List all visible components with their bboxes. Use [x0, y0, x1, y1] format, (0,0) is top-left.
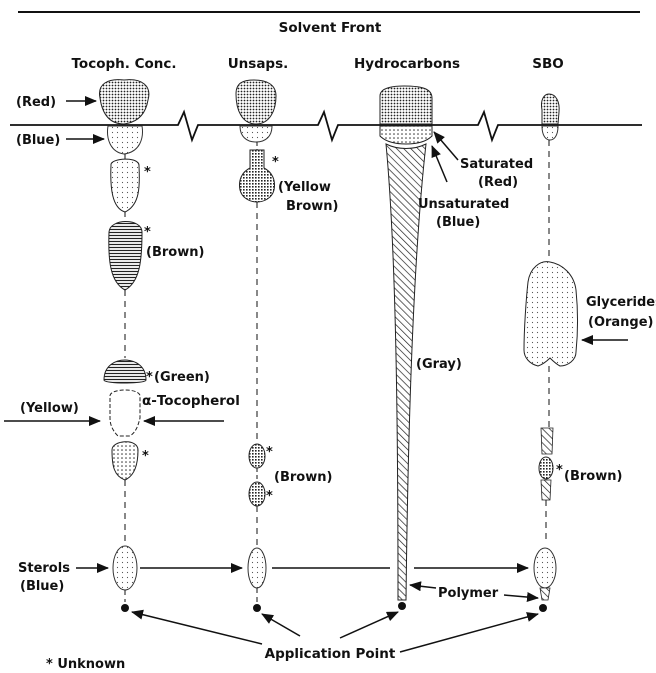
unknown-marker-2: *	[144, 225, 151, 240]
label-glycerides-line1: Glycerides	[586, 295, 656, 310]
label-sterols-line1: Sterols	[18, 561, 70, 576]
label-sterols-line2: (Blue)	[20, 579, 64, 594]
spot-unsaps-top	[235, 79, 277, 125]
spot-sbo-top	[541, 93, 560, 125]
arrows	[4, 96, 628, 653]
lane-sbo	[523, 93, 578, 612]
label-brown-unsaps: (Brown)	[274, 470, 332, 485]
application-dot-unsaps	[253, 604, 261, 612]
arrow-polymer-right	[503, 592, 539, 603]
lane-hydrocarbons	[379, 85, 433, 610]
solvent-front-title: Solvent Front	[279, 20, 382, 36]
unknown-marker-7: *	[266, 489, 273, 504]
spot-sterols	[112, 545, 138, 591]
spot-unsaps-sterols	[247, 547, 267, 589]
arrow-saturated	[433, 131, 459, 161]
lane-tocoph	[99, 79, 150, 612]
label-saturated-line1: Saturated	[460, 157, 533, 172]
unknown-marker-6: *	[266, 445, 273, 460]
arrow-app-4	[399, 612, 539, 653]
label-gray: (Gray)	[416, 357, 462, 372]
column-header-unsaps: Unsaps.	[228, 56, 289, 72]
spot-glycerides	[523, 261, 578, 367]
label-glycerides-line2: (Orange)	[588, 315, 654, 330]
streak-gray	[385, 143, 427, 601]
label-alpha-tocopherol: α-Tocopherol	[142, 393, 240, 409]
spot-blue	[107, 125, 143, 155]
spot-alpha-tocopherol	[109, 389, 141, 437]
spot-yellow-brown	[239, 149, 275, 203]
spot-sbo-brown	[538, 456, 554, 480]
lane-unsaps	[235, 79, 277, 612]
label-yellow: (Yellow)	[20, 401, 79, 416]
spot-unknown-1	[110, 158, 140, 213]
application-dot-tocoph	[121, 604, 129, 612]
spot-brown	[108, 221, 143, 291]
column-header-tocoph: Tocoph. Conc.	[72, 56, 177, 72]
arrow-polymer-left	[409, 581, 437, 592]
arrow-app-2	[261, 613, 301, 637]
column-header-hydrocarbons: Hydrocarbons	[354, 56, 460, 72]
label-brown-sbo: (Brown)	[564, 469, 622, 484]
arrow-app-3	[339, 611, 399, 639]
label-brown-tocoph: (Brown)	[146, 245, 204, 260]
label-yellow-brown-line2: Brown)	[286, 199, 338, 214]
unknown-marker-4: *	[142, 449, 149, 464]
unknown-marker-5: *	[272, 155, 279, 170]
label-polymer: Polymer	[438, 586, 499, 601]
unknown-marker-8: *	[556, 463, 563, 478]
spot-unsaturated	[379, 125, 433, 145]
application-dot-sbo	[539, 604, 547, 612]
spot-unsaps-brown-2	[248, 481, 266, 507]
label-yellow-brown-line1: (Yellow	[278, 180, 331, 195]
label-green: (Green)	[154, 370, 210, 385]
spot-green	[103, 359, 147, 384]
label-blue: (Blue)	[16, 133, 60, 148]
spot-saturated	[379, 85, 433, 125]
solvent-front-line	[10, 109, 642, 143]
column-header-sbo: SBO	[532, 56, 564, 72]
arrow-app-1	[131, 609, 263, 645]
label-unsaturated-line2: (Blue)	[436, 215, 480, 230]
spot-sbo-sterols	[533, 547, 557, 589]
unknown-marker-3: *	[146, 370, 153, 385]
label-saturated-line2: (Red)	[478, 175, 518, 190]
label-unknown-legend: * Unknown	[46, 657, 125, 672]
arrow-unsaturated	[431, 145, 448, 183]
unknown-marker-1: *	[144, 165, 151, 180]
spot-unsaps-brown-1	[248, 443, 266, 469]
spot-unknown-2	[111, 441, 139, 481]
application-dot-hydrocarbons	[398, 602, 406, 610]
spot-red	[99, 79, 150, 125]
label-application-point: Application Point	[265, 646, 396, 662]
label-red: (Red)	[16, 95, 56, 110]
label-unsaturated-line1: Unsaturated	[418, 197, 509, 212]
